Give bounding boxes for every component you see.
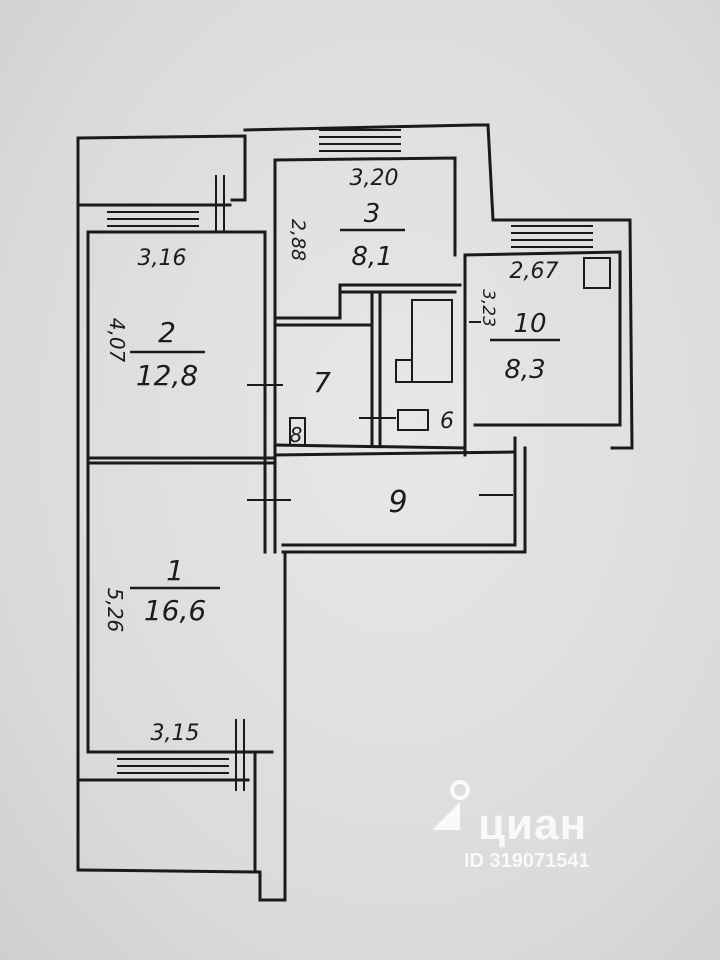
- stove-icon: [583, 257, 611, 289]
- window-room3: [319, 129, 401, 152]
- sink-icon: [397, 409, 429, 431]
- wall-corridor9: [281, 436, 517, 547]
- room10-number: 10: [513, 309, 546, 339]
- dim-room1-width: 3,15: [151, 721, 200, 746]
- room8-number: 8: [290, 423, 303, 447]
- wall-room3-bottom: [273, 290, 457, 320]
- dim-room2-width: 3,16: [138, 246, 187, 271]
- location-pin-icon: [432, 780, 470, 830]
- dim-room10-height: 3,23: [478, 289, 498, 327]
- window-room2: [107, 175, 225, 233]
- window-room1: [117, 719, 245, 791]
- room2-area: 12,8: [136, 359, 198, 392]
- balcony-top-left: [76, 134, 247, 202]
- wall-room10: [463, 250, 622, 427]
- dim-room2-height: 4,07: [105, 318, 129, 363]
- window-room10: [511, 225, 593, 248]
- room1-number: 1: [166, 554, 184, 587]
- room7-number: 7: [313, 366, 331, 399]
- dim-room1-height: 5,26: [103, 588, 127, 633]
- room6-number: 6: [440, 409, 454, 434]
- balcony-bottom: [76, 550, 287, 902]
- room1-area: 16,6: [144, 594, 206, 627]
- bathtub-icon: [411, 299, 453, 383]
- room3-area: 8,1: [351, 242, 392, 272]
- watermark-brand: циан: [478, 800, 588, 849]
- dim-room10-width: 2,67: [510, 259, 559, 284]
- room2-number: 2: [158, 316, 176, 349]
- dim-room3-width: 3,20: [350, 166, 399, 191]
- room3-number: 3: [364, 199, 381, 229]
- wall-room3-top: [243, 123, 490, 132]
- room10-area: 8,3: [504, 355, 545, 385]
- dim-room3-height: 2,88: [287, 219, 309, 261]
- watermark-id: ID 319071541: [464, 850, 590, 872]
- room9-number: 9: [388, 485, 407, 520]
